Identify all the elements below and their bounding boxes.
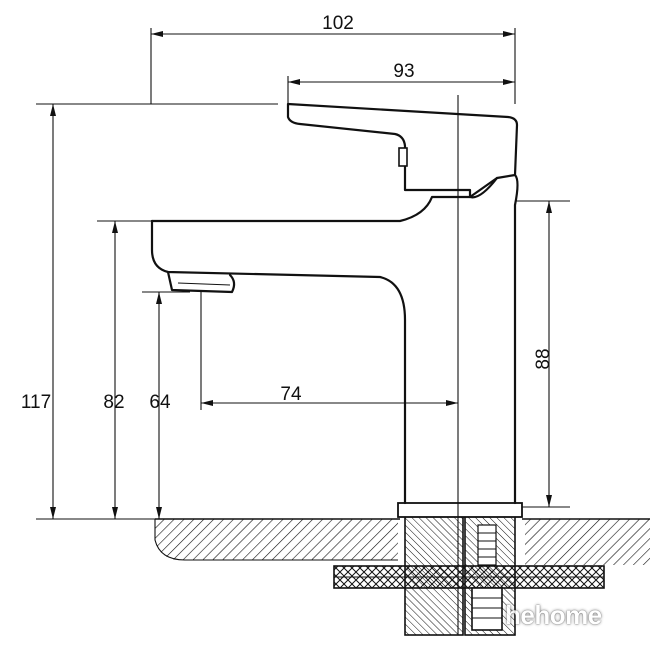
dim-outlet-height: 64: [142, 291, 190, 519]
dim-spout-reach: 74: [200, 292, 458, 410]
dim-overall-width: 102: [150, 13, 516, 104]
dim-handle-width-label: 93: [393, 61, 414, 82]
dim-handle-width: 93: [287, 61, 515, 104]
dim-overall-width-label: 102: [322, 13, 354, 34]
dim-overall-height: 117: [21, 103, 278, 520]
mounting-shank: [397, 502, 523, 636]
dim-spout-reach-label: 74: [280, 384, 302, 405]
watermark-text: hehome: [505, 600, 602, 630]
dim-outlet-height-label: 64: [149, 392, 171, 413]
dim-spout-height: 82: [97, 220, 152, 519]
dim-spout-height-label: 82: [103, 392, 124, 413]
dim-body-height: 88: [515, 200, 570, 508]
dim-body-height-label: 88: [533, 348, 554, 369]
countertop-section: [154, 518, 650, 565]
faucet-body: [150, 102, 519, 505]
dim-overall-height-label: 117: [21, 392, 51, 413]
